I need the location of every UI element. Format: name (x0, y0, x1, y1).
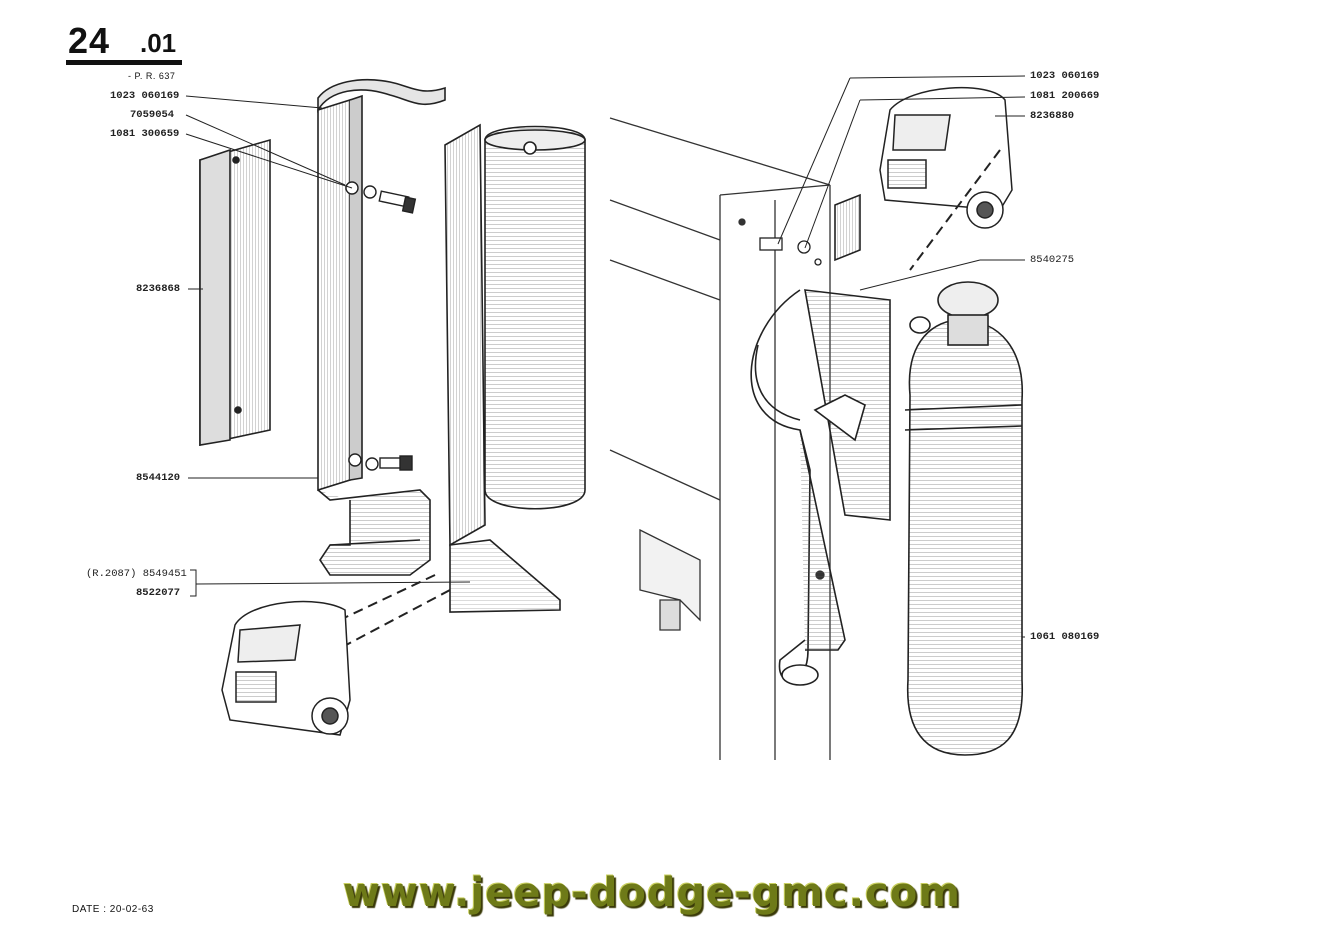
bracket-part (317, 78, 446, 576)
callout-leaders (185, 75, 1026, 638)
date-stamp: DATE : 20-02-63 (72, 904, 154, 915)
part-label-1081-300659: 1081 300659 (110, 128, 180, 140)
angle-plate-part (199, 138, 271, 446)
part-label-8540275: 8540275 (1030, 254, 1075, 266)
section-subnumber: .01 (140, 28, 177, 58)
strap-bracket-part (750, 193, 891, 686)
part-label-8236868: 8236868 (136, 283, 181, 295)
part-label-7059054: 7059054 (130, 109, 175, 121)
part-label-8236880: 8236880 (1030, 110, 1075, 122)
screw-parts-right (759, 237, 822, 266)
part-label-8549451: (R.2087) 8549451 (86, 568, 187, 580)
section-number: 24 (68, 20, 111, 61)
part-label-1081-200669: 1081 200669 (1030, 90, 1100, 102)
part-label-1023-060169-left: 1023 060169 (110, 90, 180, 102)
right-leader-dashes (909, 149, 1001, 271)
bolt-parts (345, 181, 417, 471)
truck-illustration-right (879, 86, 1013, 229)
vehicle-panel-frame (609, 117, 831, 760)
page-reference: - P. R. 637 (128, 71, 176, 81)
part-label-1061-080169: 1061 080169 (1030, 631, 1100, 643)
fire-extinguisher-part (904, 281, 1023, 756)
header-rule (66, 60, 182, 65)
part-label-8544120: 8544120 (136, 472, 181, 484)
part-label-8522077: 8522077 (136, 587, 181, 599)
mounted-extinguisher-part (444, 123, 586, 613)
part-label-1023-060169-right: 1023 060169 (1030, 70, 1100, 82)
website-watermark: www.jeep-dodge-gmc.com (343, 870, 961, 916)
truck-illustration-left (221, 600, 351, 736)
